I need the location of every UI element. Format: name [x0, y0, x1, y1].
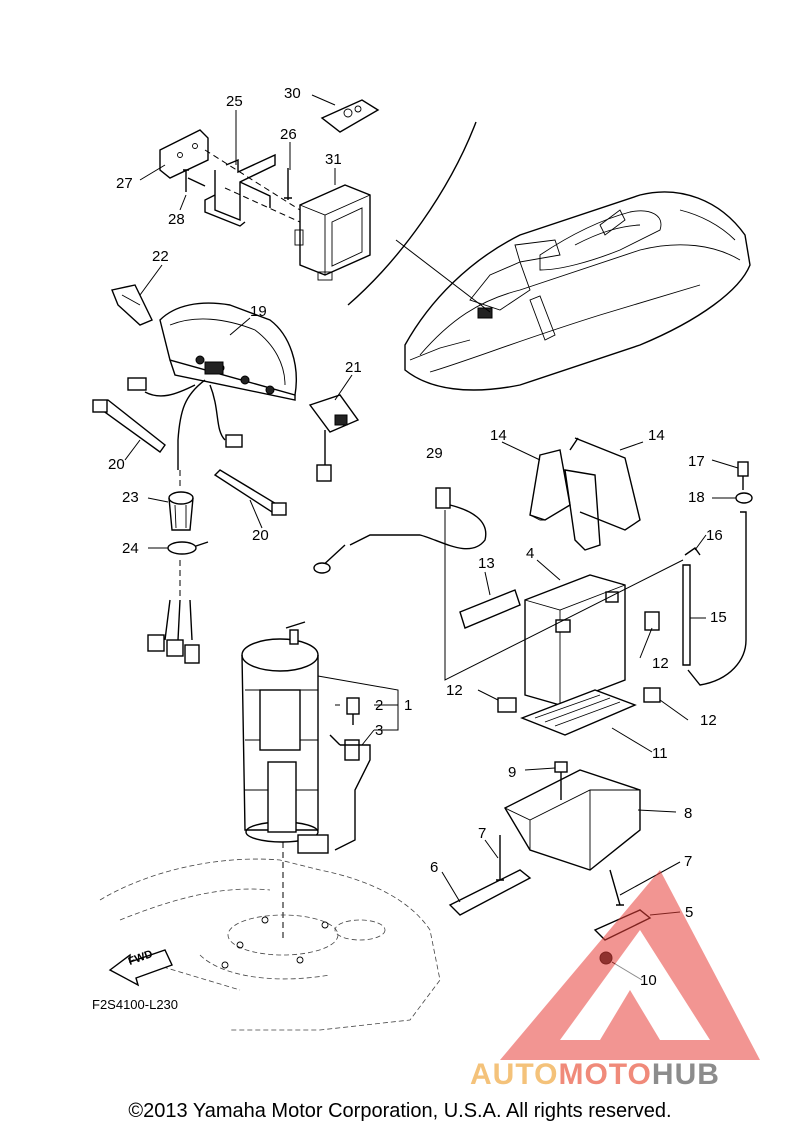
watermark-part-3: HUB	[651, 1058, 720, 1091]
callout-4: 4	[526, 545, 534, 562]
battery-strap-14b	[564, 437, 601, 551]
module-31	[294, 184, 371, 281]
callout-30: 30	[284, 85, 301, 102]
grommet-23	[168, 491, 194, 531]
callout-6: 6	[430, 859, 438, 876]
bracket-25	[204, 153, 276, 227]
sender-3	[329, 734, 360, 761]
remote-key-fob	[320, 99, 380, 133]
callout-12a: 12	[652, 655, 669, 672]
callout-25: 25	[226, 93, 243, 110]
breather-hose-15	[682, 564, 691, 666]
diagram-code: F2S4100-L230	[92, 997, 179, 1012]
callout-14b: 14	[648, 427, 665, 444]
watermark-logo: AUTOMOTOHUB	[470, 1058, 720, 1092]
clamp-18	[687, 492, 753, 686]
callout-19: 19	[250, 303, 267, 320]
connector-29	[313, 487, 487, 574]
callout-8: 8	[684, 805, 692, 822]
meter-harness	[127, 377, 243, 470]
callout-2: 2	[375, 697, 383, 714]
callout-26: 26	[280, 126, 297, 143]
watermark-triangle-icon	[500, 870, 760, 1060]
clamp-24	[167, 541, 209, 555]
callout-3: 3	[375, 722, 383, 739]
callout-11: 11	[652, 745, 668, 762]
callout-22: 22	[152, 248, 169, 265]
battery-mat-11	[520, 689, 637, 736]
battery-pad-12	[497, 611, 661, 713]
callout-5: 5	[685, 904, 693, 921]
callout-23: 23	[122, 489, 139, 506]
watercraft-outline	[404, 191, 751, 391]
connector-harness	[147, 599, 200, 664]
callout-12c: 12	[700, 712, 717, 729]
battery-4	[524, 574, 626, 706]
callout-1: 1	[404, 697, 412, 714]
callout-7a: 7	[478, 825, 486, 842]
callout-15: 15	[710, 609, 727, 626]
divider-line	[347, 121, 477, 306]
callout-18: 18	[688, 489, 705, 506]
screw-28	[183, 169, 206, 192]
callout-labels: 1 2 3 4 5 6 7 7 8 9 10 11 12 12 12 12 13…	[108, 85, 727, 989]
battery-strap-14a	[529, 437, 641, 531]
callout-31: 31	[325, 151, 342, 168]
callout-10: 10	[640, 972, 657, 989]
callout-13: 13	[478, 555, 495, 572]
callout-9: 9	[508, 764, 516, 781]
callout-20b: 20	[252, 527, 269, 544]
sensor-17	[737, 461, 749, 490]
callout-17: 17	[688, 453, 705, 470]
bolt-7b	[609, 869, 624, 906]
fwd-arrow-icon	[108, 949, 173, 987]
fuel-pump-1	[241, 621, 319, 843]
bolt-9	[554, 761, 568, 800]
bolt-7a	[496, 835, 504, 881]
bracket-6	[448, 869, 532, 916]
battery-pad-13	[459, 589, 521, 629]
watermark-part-1: AUTO	[470, 1058, 559, 1091]
cable-tie-20b	[213, 469, 287, 516]
callout-21: 21	[345, 359, 362, 376]
callout-7b: 7	[684, 853, 692, 870]
callout-28: 28	[168, 211, 185, 228]
callout-14a: 14	[490, 427, 507, 444]
switch-21	[308, 394, 360, 482]
callout-27: 27	[116, 175, 133, 192]
watermark-part-2: MOTO	[558, 1058, 652, 1091]
cable-tie-20a	[92, 399, 166, 453]
meter-19	[159, 302, 297, 401]
float-arm	[297, 744, 371, 854]
callout-29: 29	[426, 445, 443, 462]
copyright-notice: ©2013 Yamaha Motor Corporation, U.S.A. A…	[128, 1100, 672, 1122]
callout-12b: 12	[446, 682, 463, 699]
callout-20a: 20	[108, 456, 125, 473]
sender-2	[346, 697, 360, 725]
battery-box-8	[504, 769, 641, 871]
bracket-22	[111, 284, 153, 326]
mount-plate-27	[159, 129, 209, 179]
callout-24: 24	[122, 540, 139, 557]
leader-lines	[124, 94, 739, 981]
callout-16: 16	[706, 527, 723, 544]
vent-16	[684, 547, 701, 556]
screw-26	[284, 168, 292, 200]
